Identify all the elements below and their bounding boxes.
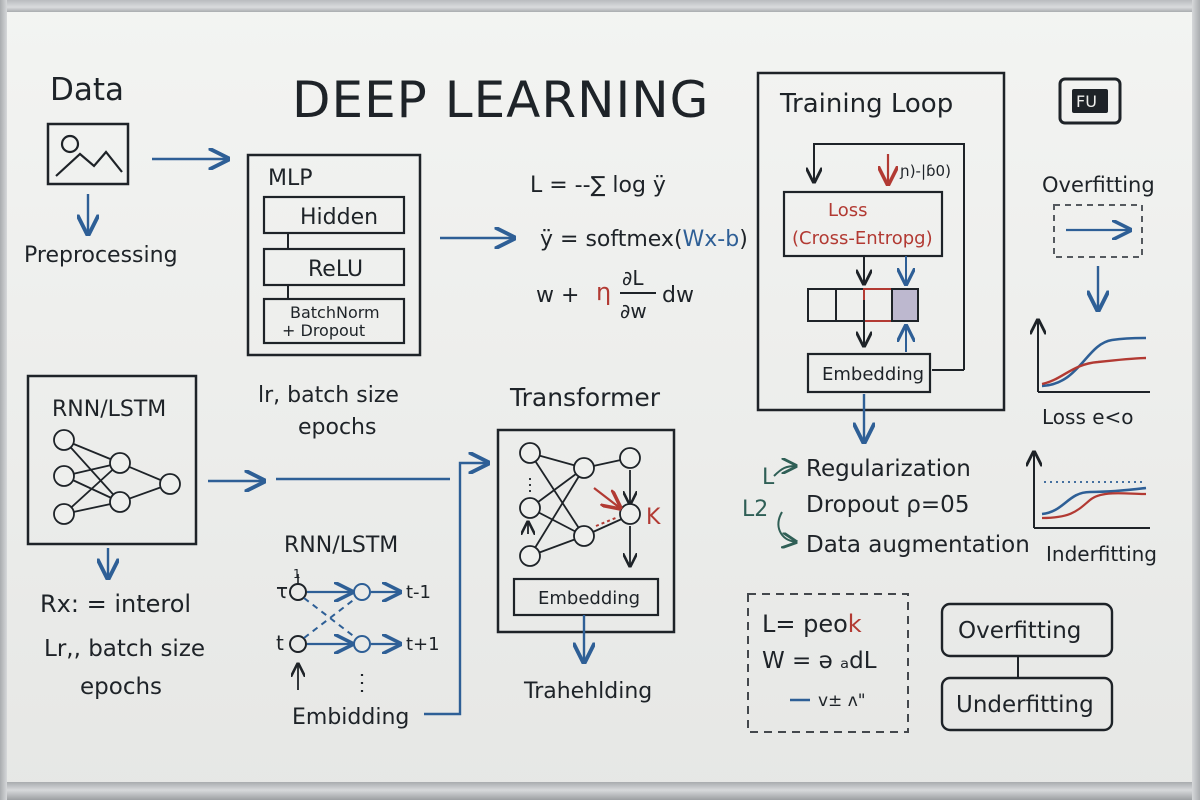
- mlp-layer-hidden: Hidden: [300, 205, 378, 230]
- loss-line1: Loss: [828, 200, 867, 221]
- image-icon: [46, 122, 130, 186]
- regularization-block: L L2 Regularization Dropout ρ=05 Data au…: [742, 456, 1030, 558]
- board-frame-right: [1192, 0, 1200, 800]
- rnn-box: RNN/LSTM: [26, 374, 198, 546]
- mlp-box: MLP Hidden ReLU BatchNorm + Dropout: [246, 153, 422, 357]
- rnn-time-top: τ: [276, 579, 288, 603]
- training-loop-embedding: Embedding: [822, 364, 924, 385]
- mlp-layer-dropout: + Dropout: [282, 321, 365, 340]
- note-line2: W = ə ₐdL: [762, 648, 877, 674]
- rnn-time-plus: t+1: [406, 634, 440, 655]
- dashed-note-box: L= peok W = ə ₐdL v± ʌ": [747, 593, 909, 733]
- logo-badge: FU: [1058, 77, 1122, 125]
- softmax-argument: Wx-b: [683, 227, 740, 252]
- update-denominator: ∂w: [620, 299, 647, 323]
- transformer-network-graph: [519, 442, 641, 566]
- chart1-caption: Loss e<o: [1042, 405, 1134, 429]
- board-frame-bottom: [0, 782, 1200, 800]
- equation-loss: L = --∑ log ÿ: [530, 173, 666, 198]
- rnn-box-title: RNN/LSTM: [52, 397, 166, 422]
- rnn-time-minus: t-1: [406, 582, 431, 603]
- board-frame-left: [0, 0, 7, 800]
- note-line3: v± ʌ": [818, 691, 866, 711]
- note-line1: L= peok: [762, 610, 862, 638]
- right-overfitting-label: Overfitting: [1042, 173, 1155, 197]
- chart2-caption: Inderfitting: [1046, 542, 1157, 566]
- fit-box-overfitting: Overfitting: [958, 618, 1081, 644]
- rnn-hyperparams-line1: Lr,, batch size: [44, 636, 205, 662]
- softmax-prefix: ÿ = softmex(: [540, 227, 683, 252]
- transformer-caption: Trahehlding: [523, 679, 652, 704]
- softmax-suffix: ): [739, 227, 748, 252]
- mlp-hyperparams-line1: lr, batch size: [258, 383, 399, 408]
- rnn-time-bottom: t: [276, 631, 284, 655]
- update-tail: dw: [662, 283, 694, 308]
- embedding-to-transformer-connector: [424, 463, 488, 716]
- rnn-hyperparams-line2: epochs: [80, 674, 162, 700]
- data-label: Data: [50, 72, 124, 108]
- transformer-title: Transformer: [509, 383, 661, 412]
- fit-box-underfitting: Underfitting: [956, 692, 1094, 718]
- reg-l1: L: [762, 465, 775, 490]
- rnn-unrolled-title: RNN/LSTM: [284, 533, 398, 558]
- rnn-rx-label: Rx: = interol: [40, 590, 191, 618]
- update-w: w +: [536, 283, 579, 308]
- rnn-unrolled-graph: τ 1 t-1 t t+1: [276, 567, 440, 694]
- reg-l2: L2: [742, 497, 768, 522]
- fit-boxes: Overfitting Underfitting: [940, 602, 1114, 732]
- overfitting-loss-chart: [1038, 320, 1150, 393]
- equation-softmax: ÿ = softmex(Wx-b): [540, 227, 748, 252]
- reg-item-dropout: Dropout ρ=05: [806, 492, 969, 518]
- batch-tensor-cells: [807, 288, 919, 322]
- equation-update: w + η ∂L ∂w dw: [536, 266, 694, 323]
- logo-text: FU: [1076, 92, 1097, 111]
- training-loop-red-note: ɲ)-|ɓ0): [899, 162, 951, 180]
- update-eta: η: [596, 278, 611, 306]
- transformer-box: K Embedding: [496, 428, 676, 634]
- mlp-layer-batchnorm: BatchNorm: [290, 303, 380, 322]
- update-numerator: ∂L: [622, 266, 644, 290]
- loss-line2: (Cross-Entropg): [792, 228, 933, 249]
- mlp-layer-relu: ReLU: [308, 257, 363, 282]
- transformer-k-label: K: [646, 505, 661, 530]
- transformer-embedding: Embedding: [538, 588, 640, 609]
- board-title: DEEP LEARNING: [292, 71, 709, 129]
- mlp-title: MLP: [268, 166, 313, 191]
- reg-item-regularization: Regularization: [806, 456, 971, 482]
- rnn-network-graph: [53, 429, 181, 525]
- preprocessing-label: Preprocessing: [24, 243, 178, 268]
- rnn-unrolled-embedding: Embidding: [292, 705, 409, 730]
- rnn-time-top-sup: 1: [293, 567, 301, 581]
- underfitting-loss-chart: [1034, 452, 1150, 529]
- training-loop-box: Training Loop ɲ)-|ɓ0) Loss (Cross-Entrop…: [756, 71, 1006, 412]
- overfitting-mini-box: [1053, 204, 1143, 258]
- mlp-hyperparams-line2: epochs: [298, 415, 376, 440]
- board-frame-top: [0, 0, 1200, 12]
- training-loop-title: Training Loop: [779, 89, 953, 119]
- reg-item-augmentation: Data augmentation: [806, 532, 1030, 558]
